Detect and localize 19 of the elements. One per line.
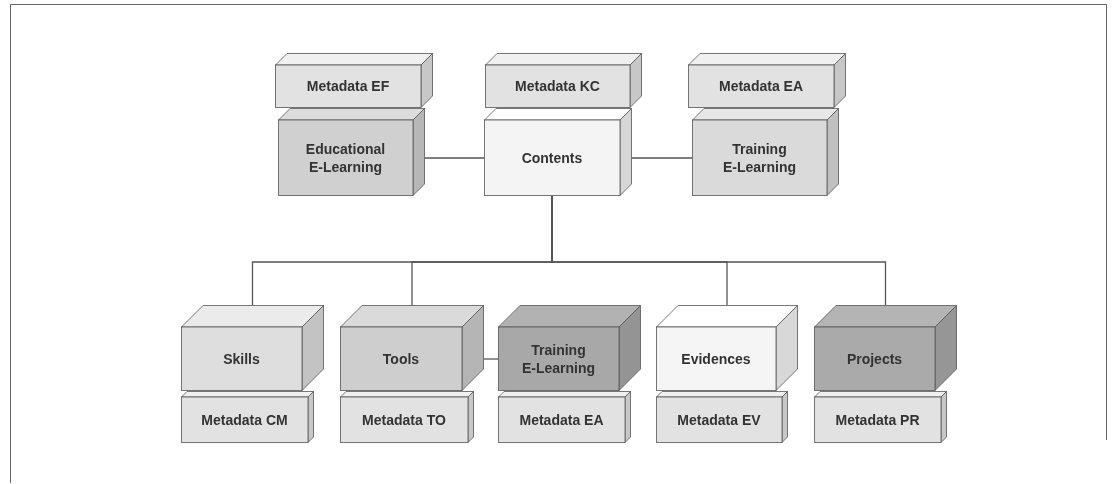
box-label: Educational E-Learning (304, 139, 387, 177)
box-label: Metadata KC (515, 77, 600, 96)
box-label: Skills (223, 349, 260, 369)
box-label: Tools (382, 349, 420, 369)
box-label: Metadata TO (362, 410, 446, 430)
box-label: Training E-Learning (520, 340, 597, 378)
box-label: Contents (521, 148, 583, 168)
box-label: Metadata PR (835, 410, 920, 430)
connector-line (483, 358, 499, 360)
box-label: Metadata EV (677, 410, 761, 430)
box-label: Metadata EF (306, 77, 390, 96)
box-label: Training E-Learning (721, 139, 798, 177)
box-label: Metadata EA (719, 77, 803, 96)
connector-line (424, 157, 485, 159)
box-label: Metadata CM (201, 410, 288, 430)
box-label: Metadata EA (519, 410, 604, 430)
box-label: Projects (846, 349, 903, 369)
box-label: Evidences (681, 349, 751, 369)
connector-line (631, 157, 693, 159)
